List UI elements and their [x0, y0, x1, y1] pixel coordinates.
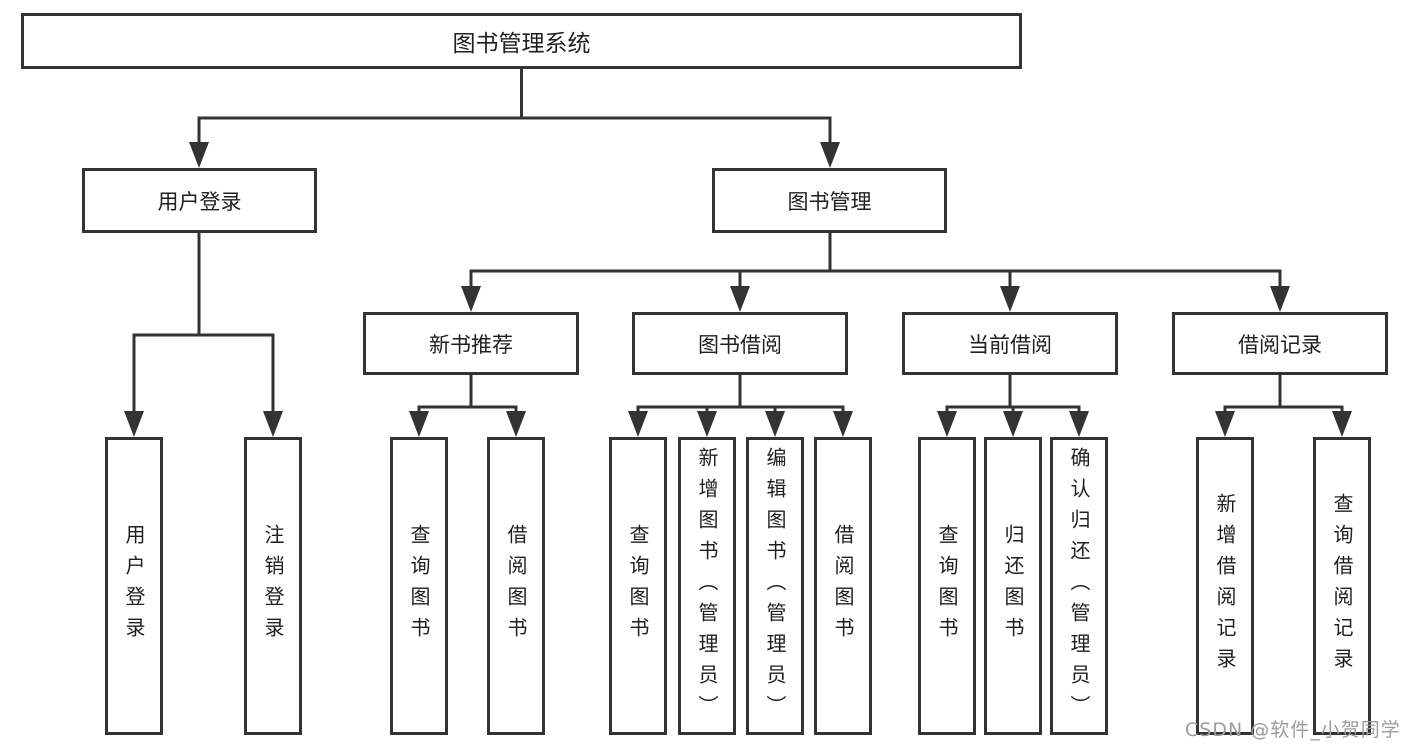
node-book-borrowing: 图书借阅: [632, 312, 848, 375]
leaf-add-books-admin: 新增图书（管理员）: [678, 437, 736, 735]
arrowhead-icon: [730, 286, 750, 312]
arrowhead-icon: [765, 411, 785, 437]
node-label: 用户登录: [157, 189, 242, 214]
arrowhead-icon: [124, 411, 144, 437]
node-label: 借阅图书: [831, 524, 855, 648]
arrowhead-icon: [461, 286, 481, 312]
node-label: 查询图书: [935, 524, 959, 648]
arrowhead-icon: [1000, 286, 1020, 312]
leaf-query-borrow-record: 查询借阅记录: [1313, 437, 1371, 735]
node-book-management: 图书管理: [712, 168, 947, 233]
arrowhead-icon: [1332, 411, 1352, 437]
arrowhead-icon: [506, 411, 526, 437]
leaf-query-books-recommend: 查询图书: [390, 437, 448, 735]
leaf-return-books: 归还图书: [984, 437, 1042, 735]
node-label: 图书管理系统: [452, 31, 591, 57]
node-current-borrowing: 当前借阅: [902, 312, 1118, 375]
leaf-confirm-return-admin: 确认归还（管理员）: [1050, 437, 1108, 735]
node-label: 确认归还（管理员）: [1067, 446, 1091, 726]
node-library-management-system: 图书管理系统: [21, 13, 1022, 69]
node-borrowing-records: 借阅记录: [1172, 312, 1388, 375]
node-new-book-recommendation: 新书推荐: [363, 312, 579, 375]
node-label: 当前借阅: [968, 332, 1052, 357]
arrowhead-icon: [1069, 411, 1089, 437]
leaf-logout: 注销登录: [244, 437, 302, 735]
node-label: 新书推荐: [429, 332, 513, 357]
node-user-login: 用户登录: [82, 168, 317, 233]
arrowhead-icon: [1270, 286, 1290, 312]
node-label: 用户登录: [122, 524, 146, 648]
node-label: 图书管理: [787, 189, 872, 214]
leaf-user-login: 用户登录: [105, 437, 163, 735]
node-label: 归还图书: [1001, 524, 1025, 648]
node-label: 图书借阅: [698, 332, 782, 357]
node-label: 注销登录: [261, 524, 285, 648]
arrowhead-icon: [409, 411, 429, 437]
arrowhead-icon: [263, 411, 283, 437]
node-label: 查询图书: [407, 524, 431, 648]
node-label: 借阅图书: [504, 524, 528, 648]
arrowhead-icon: [1215, 411, 1235, 437]
leaf-borrow-books-recommend: 借阅图书: [487, 437, 545, 735]
arrowhead-icon: [189, 142, 209, 168]
node-label: 新增借阅记录: [1213, 493, 1237, 679]
node-label: 查询图书: [626, 524, 650, 648]
node-label: 编辑图书（管理员）: [763, 446, 787, 726]
arrowhead-icon: [833, 411, 853, 437]
arrowhead-icon: [697, 411, 717, 437]
arrowhead-icon: [937, 411, 957, 437]
leaf-query-books-borrowing: 查询图书: [609, 437, 667, 735]
arrowhead-icon: [628, 411, 648, 437]
arrowhead-icon: [820, 142, 840, 168]
leaf-query-books-current: 查询图书: [918, 437, 976, 735]
leaf-edit-books-admin: 编辑图书（管理员）: [746, 437, 804, 735]
node-label: 借阅记录: [1238, 332, 1322, 357]
leaf-borrow-books-borrowing: 借阅图书: [814, 437, 872, 735]
leaf-add-borrow-record: 新增借阅记录: [1196, 437, 1254, 735]
watermark: CSDN @软件_小贺同学: [1185, 719, 1401, 741]
node-label: 查询借阅记录: [1330, 493, 1354, 679]
node-label: 新增图书（管理员）: [695, 446, 719, 726]
arrowhead-icon: [1003, 411, 1023, 437]
